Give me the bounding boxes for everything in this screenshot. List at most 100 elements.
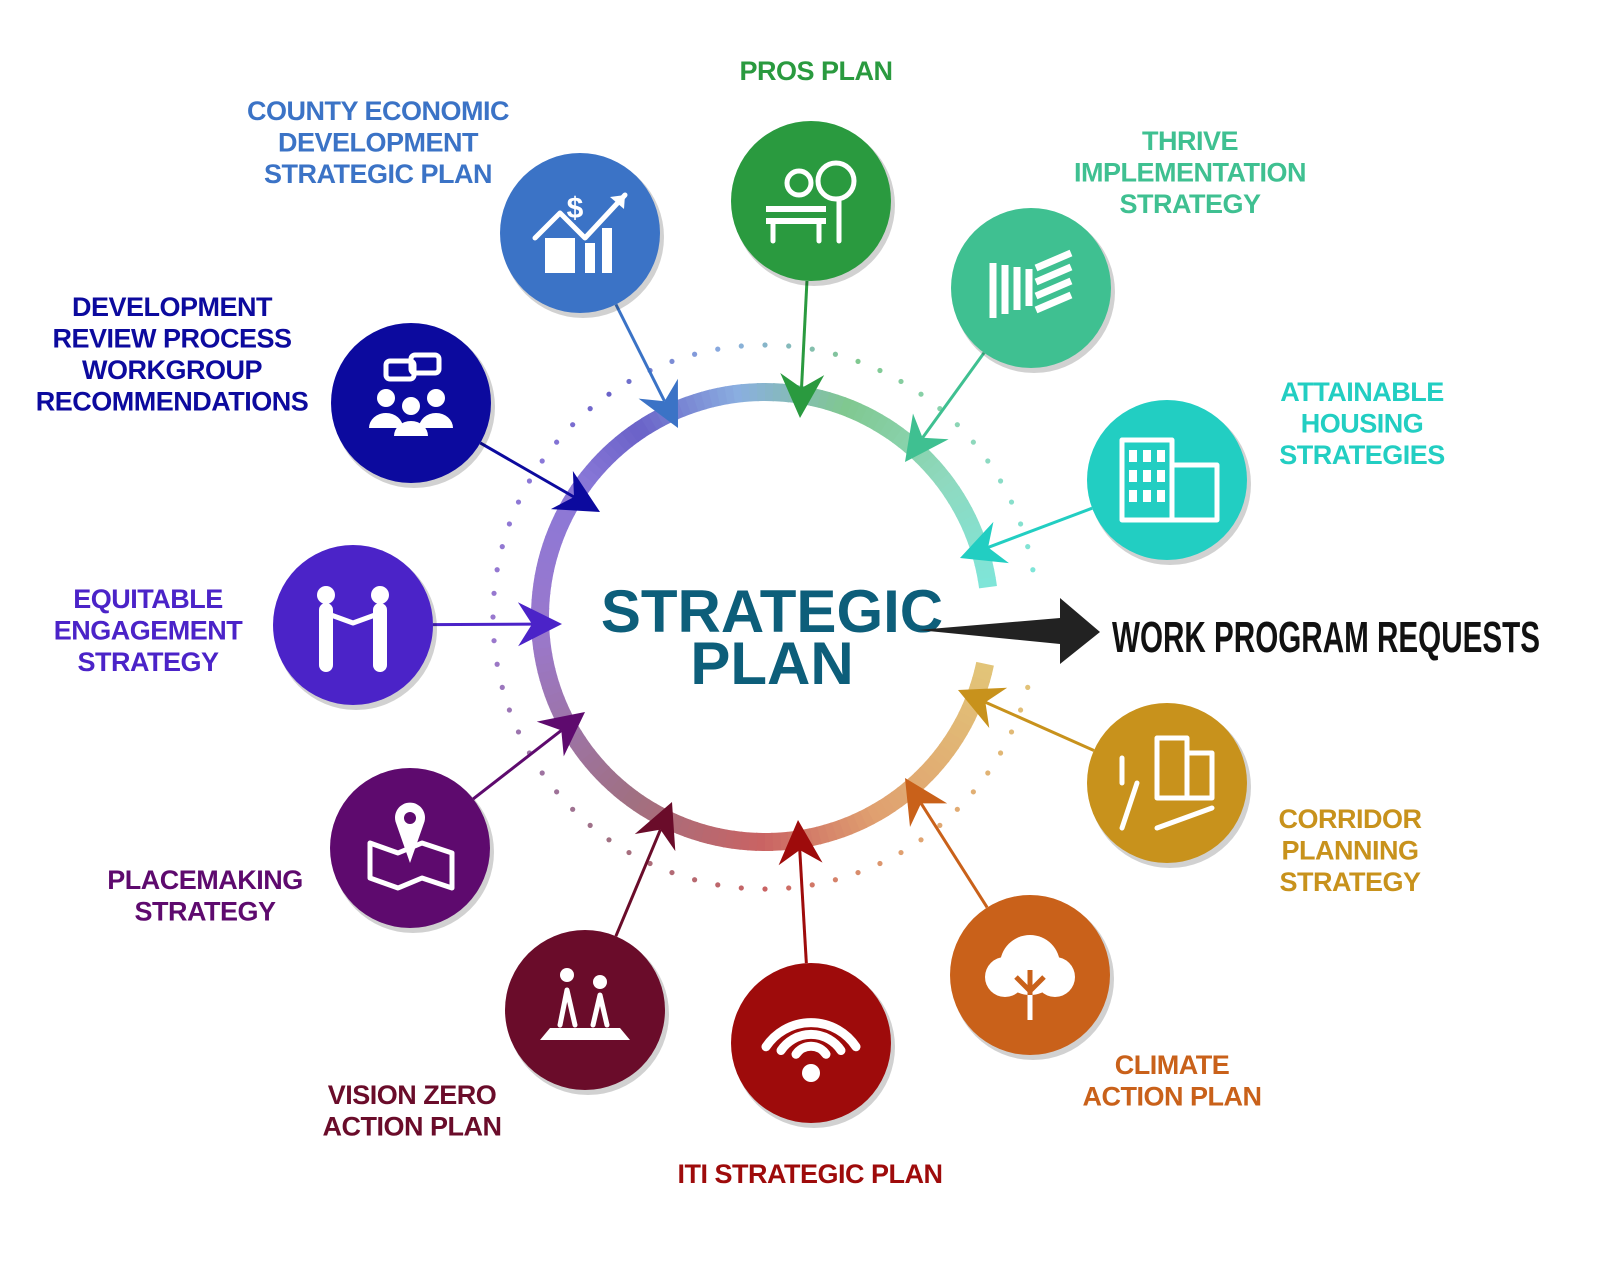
label-line: DEVELOPMENT bbox=[72, 292, 273, 322]
climate-action-arrow bbox=[905, 778, 989, 909]
ring-dot bbox=[898, 378, 904, 385]
arrowhead-icon bbox=[778, 820, 823, 866]
ring-dot bbox=[985, 770, 991, 776]
thrive-implementation-arrow bbox=[905, 351, 986, 462]
ring-dot bbox=[954, 422, 960, 428]
vision-zero-circle bbox=[505, 930, 665, 1090]
arrowhead-icon bbox=[905, 778, 948, 827]
ring-dot bbox=[570, 806, 576, 812]
label-line: PLACEMAKING bbox=[107, 865, 303, 895]
ring-dot bbox=[626, 849, 632, 856]
arrowhead-icon bbox=[517, 602, 562, 647]
arrowhead-icon bbox=[905, 413, 949, 462]
ring-dot bbox=[606, 391, 612, 397]
arrow-line bbox=[798, 849, 808, 964]
ring-dot bbox=[762, 342, 768, 348]
label-line: ATTAINABLE bbox=[1280, 377, 1443, 407]
label-line: CLIMATE bbox=[1115, 1050, 1229, 1080]
ring-dot bbox=[1025, 544, 1031, 550]
iti-strategic-node: ITI STRATEGIC PLAN bbox=[678, 963, 943, 1189]
label-line: CORRIDOR bbox=[1279, 804, 1422, 834]
county-economic-development-arrow bbox=[614, 303, 678, 428]
pros-plan-label: PROS PLAN bbox=[739, 56, 893, 86]
ring-dot bbox=[1025, 684, 1031, 690]
label-line: PROS PLAN bbox=[739, 56, 892, 86]
pros-plan-arrow bbox=[780, 280, 825, 418]
label-line: HOUSING bbox=[1301, 409, 1424, 439]
ring-dot bbox=[898, 849, 904, 856]
ring-dot bbox=[809, 346, 815, 352]
label-line: VISION ZERO bbox=[328, 1080, 497, 1110]
ring-dot bbox=[1008, 729, 1015, 735]
ring-dot bbox=[970, 789, 976, 795]
handshake-people-icon bbox=[317, 586, 389, 672]
apartment-buildings-icon bbox=[1119, 437, 1220, 523]
attainable-housing-arrow bbox=[960, 506, 1093, 564]
arrowhead-icon bbox=[634, 802, 676, 852]
thrive-logo-icon bbox=[989, 249, 1073, 318]
equitable-engagement-arrow bbox=[432, 602, 562, 647]
ring-dot bbox=[587, 822, 593, 828]
arrow-line bbox=[987, 506, 1093, 549]
ring-dot bbox=[877, 860, 883, 867]
corridor-street-buildings-icon bbox=[1119, 735, 1215, 831]
ring-segment bbox=[977, 576, 997, 589]
svg-text:$: $ bbox=[567, 192, 584, 225]
work-program-requests-label: WORK PROGRAM REQUESTS bbox=[1112, 613, 1540, 662]
arrowhead-icon bbox=[536, 712, 585, 757]
wifi-icon bbox=[761, 1018, 861, 1082]
arrow-line bbox=[472, 729, 563, 801]
label-line: RECOMMENDATIONS bbox=[36, 387, 309, 417]
center-ring bbox=[530, 382, 997, 852]
ring-dot bbox=[515, 729, 522, 735]
ring-dot bbox=[499, 544, 505, 550]
vision-zero-arrow bbox=[614, 802, 676, 937]
arrow-line bbox=[614, 829, 662, 937]
ring-dot bbox=[494, 661, 500, 667]
group-discussion-icon bbox=[369, 352, 453, 436]
ring-dot bbox=[587, 406, 593, 412]
ring-dot bbox=[738, 885, 744, 891]
ring-dot bbox=[855, 358, 861, 365]
center-title-line-2: PLAN bbox=[690, 630, 853, 697]
ring-dot bbox=[832, 351, 838, 357]
label-line: ENGAGEMENT bbox=[54, 616, 244, 646]
corridor-planning-circle bbox=[1087, 703, 1247, 863]
ring-dot bbox=[647, 860, 653, 867]
ring-dot bbox=[762, 886, 768, 892]
ring-dot bbox=[877, 367, 883, 374]
ring-dot bbox=[499, 684, 505, 690]
ring-dot bbox=[954, 806, 960, 812]
ring-dot bbox=[786, 885, 792, 891]
label-line: WORKGROUP bbox=[82, 355, 262, 385]
label-line: DEVELOPMENT bbox=[278, 128, 479, 158]
center-title-line-1: STRATEGIC bbox=[601, 578, 943, 645]
iti-strategic-arrow bbox=[778, 820, 823, 964]
label-line: STRATEGIC PLAN bbox=[264, 159, 492, 189]
arrowhead-icon bbox=[958, 687, 1008, 728]
pros-plan-circle bbox=[731, 121, 891, 281]
output-arrow: WORK PROGRAM REQUESTS bbox=[918, 598, 1540, 664]
arrowhead-icon bbox=[780, 372, 825, 418]
ring-dot bbox=[606, 837, 612, 843]
arrowhead-icon bbox=[638, 378, 678, 428]
center-title: STRATEGIC PLAN bbox=[601, 578, 943, 697]
ring-dot bbox=[985, 458, 991, 464]
label-line: REVIEW PROCESS bbox=[52, 324, 291, 354]
ring-dot bbox=[570, 422, 576, 428]
ring-dot bbox=[1030, 567, 1036, 573]
development-review-arrow bbox=[479, 441, 600, 512]
ring-dot bbox=[918, 837, 924, 843]
